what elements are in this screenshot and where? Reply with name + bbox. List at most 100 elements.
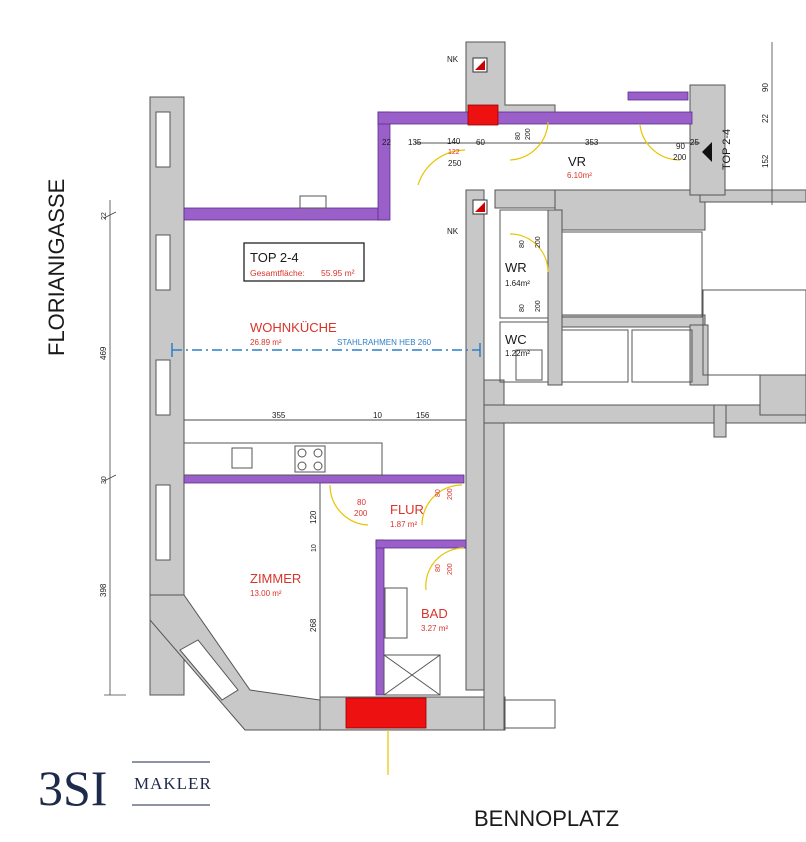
kitchen-counter — [183, 442, 383, 476]
dim-left-398: 398 — [99, 583, 108, 597]
new-wall-kitchen-corner — [377, 111, 391, 221]
wall-right-vertical — [689, 84, 726, 196]
wall-wr-side — [547, 209, 563, 386]
left-windows — [155, 111, 239, 701]
dim-right-90: 90 — [761, 83, 770, 92]
room-wr-area: 1.64m² — [505, 279, 530, 288]
room-wr-name: WR — [505, 260, 527, 275]
nk-label-top: NK — [447, 55, 459, 64]
wr-outline — [499, 209, 549, 319]
window-2 — [155, 234, 171, 291]
new-wall-top-right — [627, 91, 689, 101]
bad-fixture-cross-2 — [383, 654, 441, 696]
kitchen-stove — [294, 445, 326, 473]
wall-top-nk — [465, 41, 556, 116]
dim-mid-156: 156 — [416, 411, 430, 420]
dim-top-250: 250 — [448, 159, 462, 168]
dim-top-353: 353 — [585, 138, 599, 147]
dim-bad-80: 80 — [435, 564, 442, 572]
dim-z-10: 10 — [311, 544, 318, 552]
wall-stub — [713, 404, 727, 438]
door-arcs — [329, 121, 681, 775]
door-arc-bad — [425, 547, 465, 591]
dim-top-90: 90 — [676, 142, 685, 151]
wall-far-right — [699, 189, 806, 203]
unit-name: TOP 2-4 — [250, 250, 299, 265]
window-4 — [155, 484, 171, 561]
nk-mark-mid — [475, 202, 485, 212]
room-wohnkueche-name: WOHNKÜCHE — [250, 320, 337, 335]
street-florianigasse: FLORIANIGASSE — [44, 179, 69, 356]
steel-beam — [171, 343, 481, 357]
demolition-bottom — [345, 697, 427, 729]
dim-top-60: 60 — [476, 138, 485, 147]
new-wall-flur-bottom — [375, 539, 467, 549]
room-vr-name: VR — [568, 154, 586, 169]
dim-mid-10: 10 — [373, 411, 382, 420]
bathtub — [384, 587, 408, 639]
wall-block-right — [554, 189, 706, 231]
room-wc-area: 1.22m² — [505, 349, 530, 358]
kitchen-top-fixture — [299, 195, 327, 209]
unit-box — [243, 242, 365, 282]
unit-total-value: 55.95 m² — [321, 268, 355, 278]
room-right-upper — [561, 231, 703, 318]
dim-right-22: 22 — [761, 114, 770, 123]
window-3 — [155, 359, 171, 416]
dim-z-120: 120 — [309, 510, 318, 524]
dim-tick-1 — [103, 211, 117, 219]
room-right-lower-1 — [561, 329, 629, 383]
dim-bad-200: 200 — [447, 563, 454, 575]
dim-top-140: 140 — [447, 137, 461, 146]
dim-flur-200b: 200 — [447, 488, 454, 500]
dim-mid-355: 355 — [272, 411, 286, 420]
dim-flur-80: 80 — [357, 498, 366, 507]
new-wall-top-vr — [496, 111, 693, 125]
dim-left-22: 22 — [101, 212, 108, 220]
dim-wr-200: 200 — [535, 236, 542, 248]
dim-tick-2 — [103, 474, 117, 482]
dim-top-200b: 200 — [673, 153, 687, 162]
dim-top-25: 25 — [690, 138, 699, 147]
room-wohnkueche-area: 26.89 m² — [250, 338, 282, 347]
wall-center-lower — [483, 379, 505, 731]
dim-right-152: 152 — [761, 154, 770, 168]
new-walls — [183, 91, 693, 696]
dimension-numbers: 469 398 22 30 22 135 140 122 250 60 80 2… — [99, 83, 770, 632]
room-right-lower-2 — [631, 329, 693, 383]
dim-top-80: 80 — [515, 132, 522, 140]
wall-right-low — [689, 324, 709, 386]
stove-burner-1 — [297, 448, 307, 458]
logo-sub: MAKLER — [134, 774, 212, 793]
room-wc-name: WC — [505, 332, 527, 347]
wall-wr-top — [494, 189, 556, 209]
logo: 3SI MAKLER — [38, 760, 212, 816]
door-arc-wr — [509, 233, 549, 273]
logo-brand: 3SI — [38, 760, 107, 816]
room-zimmer-area: 13.00 m² — [250, 589, 282, 598]
room-flur-area: 1.87 m² — [390, 520, 417, 529]
existing-walls — [149, 41, 806, 731]
wc-bowl — [515, 349, 543, 381]
demolition-markers — [345, 104, 499, 729]
dimension-lines — [103, 42, 773, 696]
dim-wr-80: 80 — [519, 240, 526, 248]
dim-top-122: 122 — [448, 149, 460, 156]
unit-total-label: Gesamtfläche: — [250, 268, 305, 278]
room-vr-area: 6.10m² — [567, 171, 592, 180]
street-bennoplatz: BENNOPLATZ — [474, 806, 619, 831]
bottom-right-stair — [504, 699, 556, 729]
wall-center-vertical — [465, 189, 485, 691]
stove-burner-3 — [297, 461, 307, 471]
dim-top-200: 200 — [525, 128, 532, 140]
nk-label-mid: NK — [447, 227, 459, 236]
kitchen-sink — [231, 447, 253, 469]
dim-wc-200: 200 — [535, 300, 542, 312]
dim-left-469: 469 — [99, 346, 108, 360]
wall-horizontal-right — [483, 404, 806, 424]
new-wall-top-left — [377, 111, 471, 125]
new-wall-kitchen-top — [183, 207, 390, 221]
new-wall-bad-left — [375, 539, 385, 696]
dim-left-30: 30 — [101, 476, 108, 484]
